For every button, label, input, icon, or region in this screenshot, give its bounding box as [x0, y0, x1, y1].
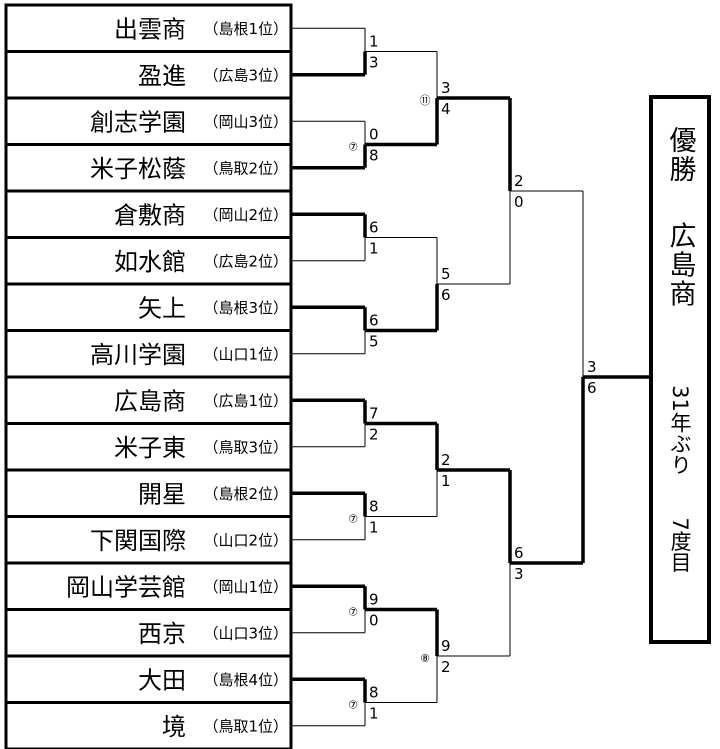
match-score: 2 [441, 658, 451, 676]
match-score: 2 [369, 426, 379, 444]
match-score: 0 [369, 612, 379, 630]
team-prefecture: （島根2位） [203, 485, 288, 503]
match-score: 1 [369, 519, 379, 537]
match-score: 6 [514, 544, 524, 562]
team-name: 盈進 [138, 62, 186, 90]
team-prefecture: （岡山3位） [203, 113, 288, 131]
match-score: 6 [441, 286, 451, 304]
innings-marker: ⑪ [420, 94, 431, 107]
team-prefecture: （島根3位） [203, 299, 288, 317]
team-prefecture: （鳥取3位） [203, 438, 288, 456]
team-name: 境 [162, 713, 186, 741]
match-score: 8 [369, 147, 379, 165]
team-prefecture: （山口2位） [203, 531, 288, 549]
match-score: 2 [441, 451, 451, 469]
team-prefecture: （岡山1位） [203, 578, 288, 596]
match-score: 2 [514, 172, 524, 190]
team-name: 創志学園 [90, 108, 186, 136]
team-name: 矢上 [138, 294, 186, 322]
match-score: 6 [369, 312, 379, 330]
champion-border [649, 95, 711, 644]
team-name: 如水館 [114, 248, 186, 276]
team-prefecture: （鳥取1位） [203, 717, 288, 735]
team-prefecture: （広島1位） [203, 392, 288, 410]
team-prefecture: （島根1位） [203, 20, 288, 38]
innings-marker: ⑦ [348, 606, 358, 619]
team-prefecture: （鳥取2位） [203, 159, 288, 177]
team-prefecture: （山口3位） [203, 624, 288, 642]
team-name: 下関国際 [90, 527, 186, 555]
team-prefecture: （広島2位） [203, 252, 288, 270]
champion-team: 広島商 [665, 221, 696, 308]
match-score: 5 [369, 333, 379, 351]
match-score: 7 [369, 405, 379, 423]
team-prefecture: （島根4位） [203, 671, 288, 689]
team-name: 大田 [138, 666, 186, 694]
match-score: 8 [369, 684, 379, 702]
team-name: 倉敷商 [114, 201, 186, 229]
champion-panel: 優勝 広島商 31年ぶり 7度目 [649, 95, 711, 644]
match-score: 0 [514, 193, 524, 211]
innings-marker: ⑦ [348, 699, 358, 712]
team-name: 西京 [138, 620, 186, 648]
match-score: 4 [441, 100, 451, 118]
team-list: 出雲商 （島根1位） 盈進 （広島3位） 創志学園 （岡山3位） 米子松蔭 （鳥取2位） 倉敷商… [4, 3, 293, 749]
champion-label: 優勝 [665, 126, 697, 184]
team-name: 米子東 [114, 434, 186, 462]
match-score: 3 [514, 565, 524, 583]
team-name: 開星 [138, 480, 186, 508]
innings-marker: ⑧ [420, 652, 430, 665]
innings-marker: ⑦ [348, 513, 358, 526]
match-score: 6 [587, 379, 597, 397]
match-score: 5 [441, 265, 451, 283]
match-score: 3 [369, 54, 379, 72]
match-score: 8 [369, 498, 379, 516]
match-score: 3 [587, 358, 597, 376]
match-score: 3 [441, 79, 451, 97]
match-score: 6 [369, 219, 379, 237]
team-name: 高川学園 [90, 341, 186, 369]
match-score: 1 [441, 472, 451, 490]
match-score: 9 [369, 591, 379, 609]
innings-marker: ⑦ [348, 141, 358, 154]
match-score: 1 [369, 705, 379, 723]
team-name: 広島商 [114, 387, 186, 415]
bracket-lines [291, 27, 651, 727]
champion-note-top: 31年ぶり [668, 385, 692, 475]
team-name: 米子松蔭 [90, 155, 186, 183]
match-score: 1 [369, 33, 379, 51]
match-score: 0 [369, 126, 379, 144]
match-score: 1 [369, 240, 379, 258]
team-prefecture: （山口1位） [203, 345, 288, 363]
team-name: 岡山学芸館 [66, 573, 186, 601]
team-prefecture: （岡山2位） [203, 206, 288, 224]
team-prefecture: （広島3位） [203, 66, 288, 84]
team-name: 出雲商 [114, 15, 186, 43]
match-score: 9 [441, 637, 451, 655]
champion-note-bottom: 7度目 [668, 517, 692, 573]
